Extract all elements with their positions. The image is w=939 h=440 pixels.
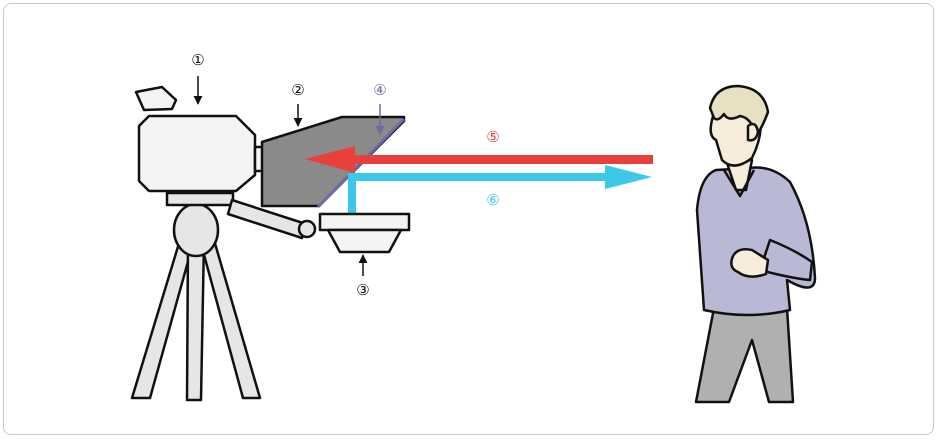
prompter-monitor — [318, 212, 411, 254]
callout-3-label: ③ — [356, 281, 369, 299]
tripod-leg-right — [198, 238, 262, 400]
presenter-hand — [730, 248, 770, 278]
arm-knob — [297, 219, 317, 239]
presenter-ear — [746, 122, 760, 142]
callout-1-label: ① — [191, 51, 204, 69]
camera-viewfinder — [134, 85, 178, 112]
callout-5-label: ⑤ — [486, 128, 499, 146]
tripod-plate — [165, 191, 235, 207]
presenter-collar — [722, 169, 756, 198]
callout-6-label: ⑥ — [486, 191, 499, 209]
presenter — [694, 84, 817, 404]
cyan-arrow — [348, 165, 652, 217]
tripod-head — [172, 202, 220, 258]
callout-4-label: ④ — [373, 81, 386, 99]
camera-body — [137, 114, 257, 193]
tripod-leg-center — [185, 238, 206, 402]
tripod-leg-left — [130, 238, 196, 400]
presenter-shirt — [695, 166, 817, 317]
tripod — [130, 191, 262, 402]
presenter-pants — [694, 306, 795, 404]
red-arrow — [305, 146, 653, 173]
prompter-arm — [226, 198, 317, 240]
presenter-arm — [758, 238, 814, 282]
callout-2-label: ② — [291, 81, 304, 99]
